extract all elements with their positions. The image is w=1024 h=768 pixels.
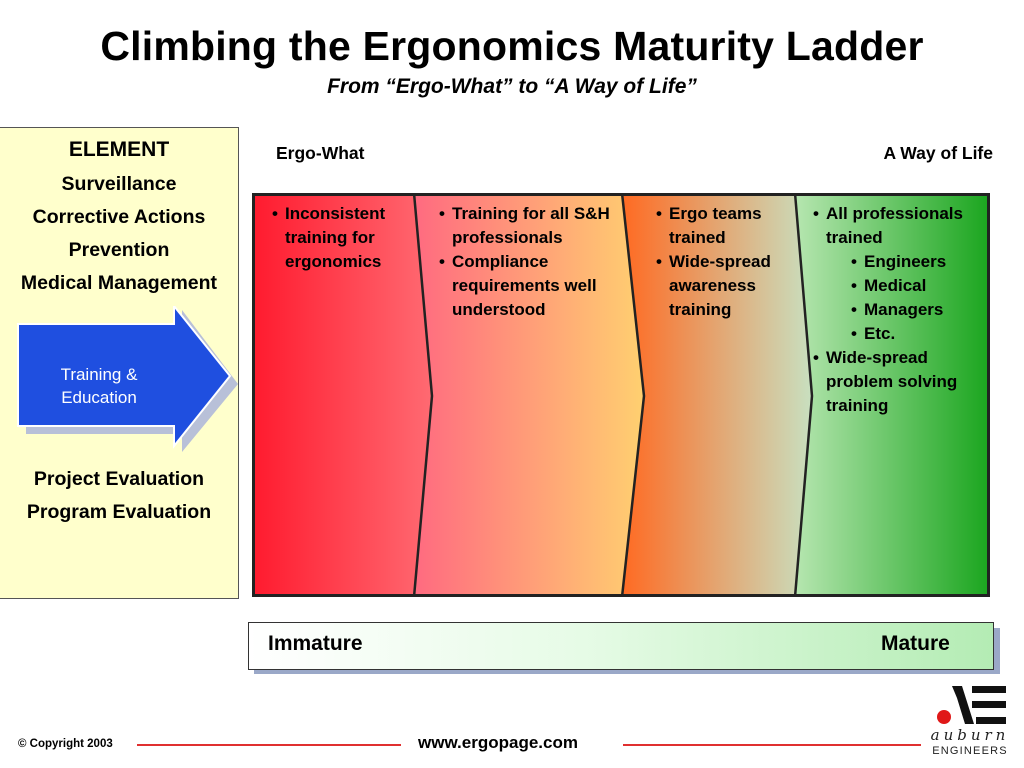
element-item-project-evaluation: Project Evaluation <box>33 468 205 490</box>
logo-text-auburn: auburn <box>930 726 1010 744</box>
stage-4-sub-bullet: Engineers <box>813 250 993 274</box>
highlight-label: Training & Education <box>20 363 178 409</box>
scale-label-right: A Way of Life <box>883 143 993 163</box>
element-item-surveillance: Surveillance <box>61 173 177 195</box>
stage-3-bullet: Ergo teams trained <box>656 202 791 250</box>
element-item-prevention: Prevention <box>68 239 170 261</box>
stage-2-text: Training for all S&H professionals Compl… <box>439 202 629 322</box>
highlight-label-line2: Education <box>61 388 137 407</box>
stage-3-bullet: Wide-spread awareness training <box>656 250 791 322</box>
logo-text-engineers: ENGINEERS <box>932 745 1008 757</box>
element-heading: ELEMENT <box>68 138 170 161</box>
maturity-label-immature: Immature <box>268 632 363 655</box>
stage-1-text: Inconsistent training for ergonomics <box>272 202 412 274</box>
stage-4-sub-bullet: Medical <box>813 274 993 298</box>
element-panel: ELEMENT Surveillance Corrective Actions … <box>0 127 239 599</box>
stage-2-bullet: Training for all S&H professionals <box>439 202 629 250</box>
stage-1-band <box>252 193 432 597</box>
stage-4-bullet: Wide-spread problem solving training <box>813 346 991 418</box>
element-item-corrective-actions: Corrective Actions <box>32 206 206 228</box>
footer-rule-right <box>623 744 921 746</box>
highlight-label-line1: Training & <box>60 365 138 384</box>
stage-4-bullet: All professionals trained <box>813 202 966 250</box>
stage-3-text: Ergo teams trained Wide-spread awareness… <box>656 202 791 322</box>
website-link[interactable]: www.ergopage.com <box>418 733 578 752</box>
footer-rule-left <box>137 744 401 746</box>
maturity-label-mature: Mature <box>881 632 950 655</box>
stage-2-bullet: Compliance requirements well understood <box>439 250 629 322</box>
auburn-engineers-logo: auburn ENGINEERS <box>928 684 1012 762</box>
stage-4-sub-bullet: Managers <box>813 298 993 322</box>
slide-title: Climbing the Ergonomics Maturity Ladder <box>100 23 924 69</box>
stage-1-bullet: Inconsistent training for ergonomics <box>272 202 412 274</box>
copyright-text: © Copyright 2003 <box>18 738 113 750</box>
element-item-medical-management: Medical Management <box>20 272 218 294</box>
slide-subtitle: From “Ergo-What” to “A Way of Life” <box>327 75 697 98</box>
scale-label-left: Ergo-What <box>276 143 365 163</box>
highlight-arrow <box>17 306 238 452</box>
maturity-bar <box>248 622 994 670</box>
stage-4-sub-bullet: Etc. <box>813 322 993 346</box>
logo-mark-icon <box>937 686 1006 724</box>
stage-4-text: All professionals trained Engineers Medi… <box>813 202 993 418</box>
element-item-program-evaluation: Program Evaluation <box>26 501 212 523</box>
